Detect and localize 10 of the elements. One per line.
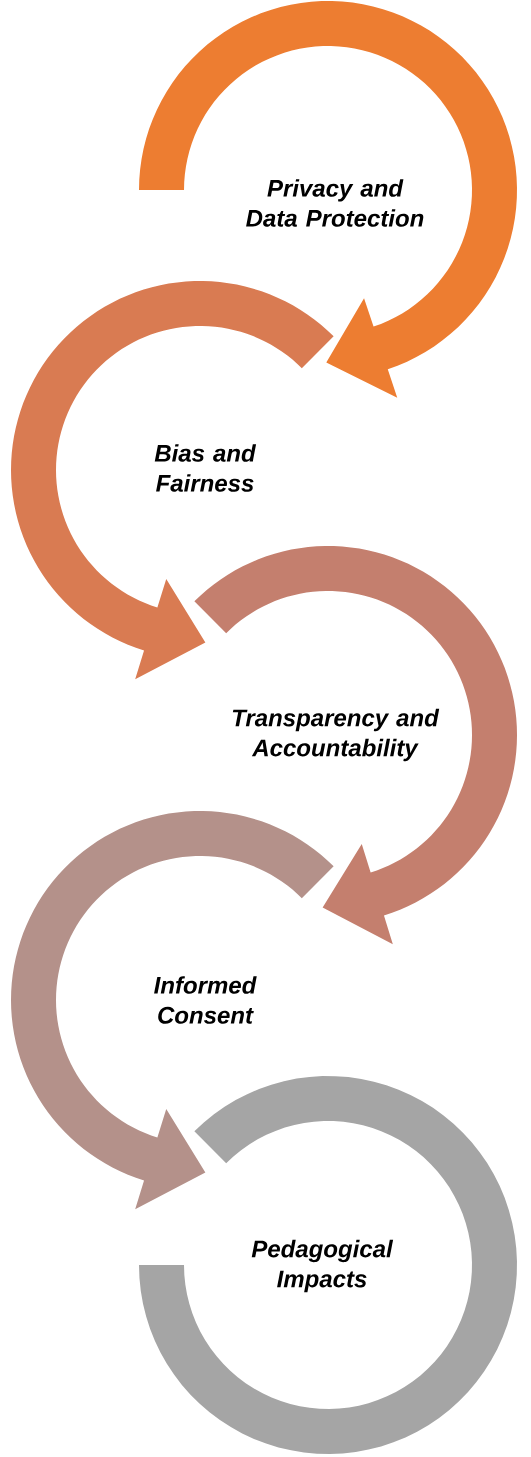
circular-band <box>139 1076 517 1454</box>
step-label: Pedagogical Impacts <box>251 1239 394 1293</box>
step-label: Transparency and Accountability <box>232 708 440 762</box>
circular-arrow <box>11 281 334 680</box>
step-label: Privacy and Data Protection <box>246 179 424 227</box>
circular-arrow <box>11 811 334 1210</box>
step-label: Bias and Fairness <box>154 444 257 492</box>
circular-arrow <box>194 546 517 945</box>
step-label: Informed Consent <box>154 976 257 1024</box>
circular-arrow <box>139 1 517 398</box>
